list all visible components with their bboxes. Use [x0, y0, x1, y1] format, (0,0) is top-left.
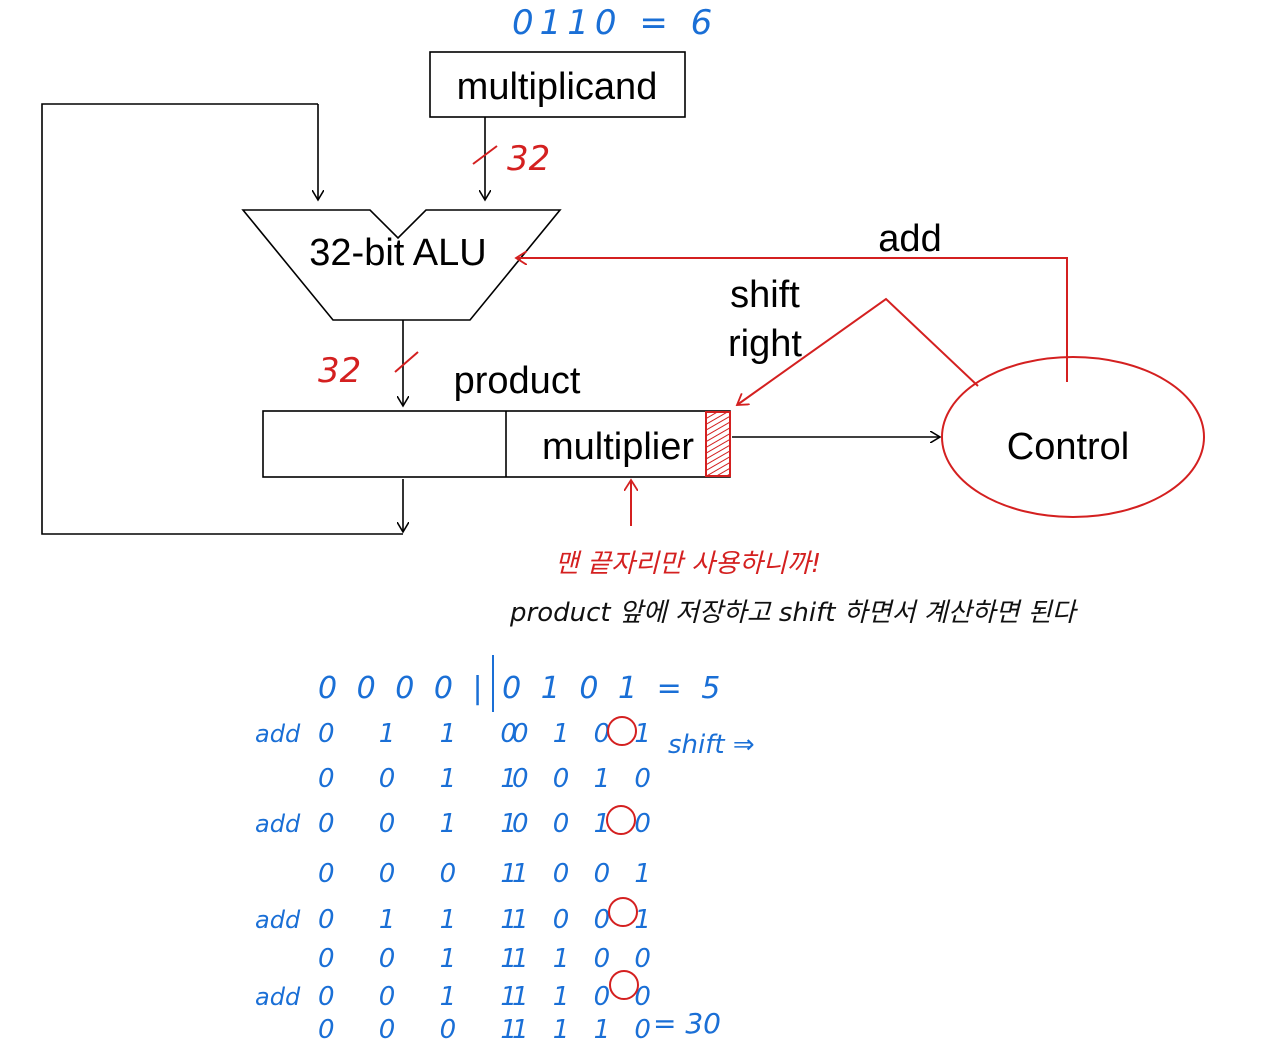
worksheet-left-bits: 0 0 0 1 [318, 1015, 535, 1045]
alu-block: 32-bit ALU [241, 209, 562, 321]
lsb-circle [609, 970, 639, 1000]
worksheet-right-bits: 0 0 1 0 [512, 809, 659, 839]
alu-label: 32-bit ALU [309, 232, 486, 274]
worksheet-left-bits: 0 0 1 1 [318, 764, 535, 794]
add-label: add [878, 218, 941, 260]
worksheet-op: add [255, 810, 301, 838]
shift-note: shift ⇒ [668, 730, 755, 760]
shift-label: shift [730, 274, 800, 316]
feedback-loop-line [41, 103, 403, 535]
multiplicand-label: multiplicand [457, 66, 658, 108]
korean-note-2: product 앞에 저장하고 shift 하면서 계산하면 된다 [509, 598, 1079, 628]
top-value-annotation: 0110 = 6 [512, 3, 718, 43]
worksheet-header: 0 0 0 0 | 0 1 0 1 = 5 [318, 671, 725, 706]
worksheet-result: = 30 [653, 1007, 721, 1040]
lsb-circle [606, 805, 636, 835]
lsb-circle [607, 716, 637, 746]
lsb-highlight [705, 411, 731, 477]
worksheet-left-bits: 0 0 0 1 [318, 859, 535, 889]
worksheet-left-bits: 0 1 1 0 [318, 719, 535, 749]
width-slash-left [394, 351, 419, 373]
worksheet-right-bits: 0 0 1 0 [512, 764, 659, 794]
multiplicand-register: multiplicand [429, 51, 686, 118]
multiplier-label: multiplier [542, 426, 694, 468]
control-label: Control [1007, 426, 1130, 468]
worksheet-left-bits: 0 0 1 1 [318, 944, 535, 974]
lsb-circle [608, 897, 638, 927]
product-register: multiplier [262, 410, 731, 478]
worksheet-left-bits: 0 0 1 1 [318, 809, 535, 839]
product-label: product [454, 360, 581, 402]
worksheet-right-bits: 1 1 0 0 [512, 944, 659, 974]
width-slash-top [472, 145, 498, 165]
width-annotation-left: 32 [318, 351, 361, 391]
worksheet-op: add [255, 720, 301, 748]
worksheet-left-bits: 0 1 1 1 [318, 905, 535, 935]
worksheet-right-bits: 1 0 0 1 [512, 859, 659, 889]
worksheet: 0 0 0 0 | 0 1 0 1 = 5 add 0 1 1 00 1 0 1 0… [255, 655, 755, 1045]
worksheet-op: add [255, 906, 301, 934]
control-add-arrow [516, 258, 1068, 382]
worksheet-right-bits: 1 0 0 1 [512, 905, 659, 935]
control-unit: Control [941, 356, 1205, 518]
control-shift-arrow [737, 297, 979, 405]
korean-note-1: 맨 끝자리만 사용하니까! [555, 549, 821, 579]
worksheet-op: add [255, 983, 301, 1011]
width-annotation-top: 32 [507, 139, 550, 179]
worksheet-left-bits: 0 0 1 1 [318, 982, 535, 1012]
worksheet-right-bits: 1 1 1 0 [512, 1015, 659, 1045]
right-label: right [728, 323, 802, 365]
worksheet-right-bits: 1 1 0 0 [512, 982, 659, 1012]
worksheet-right-bits: 0 1 0 1 [512, 719, 659, 749]
